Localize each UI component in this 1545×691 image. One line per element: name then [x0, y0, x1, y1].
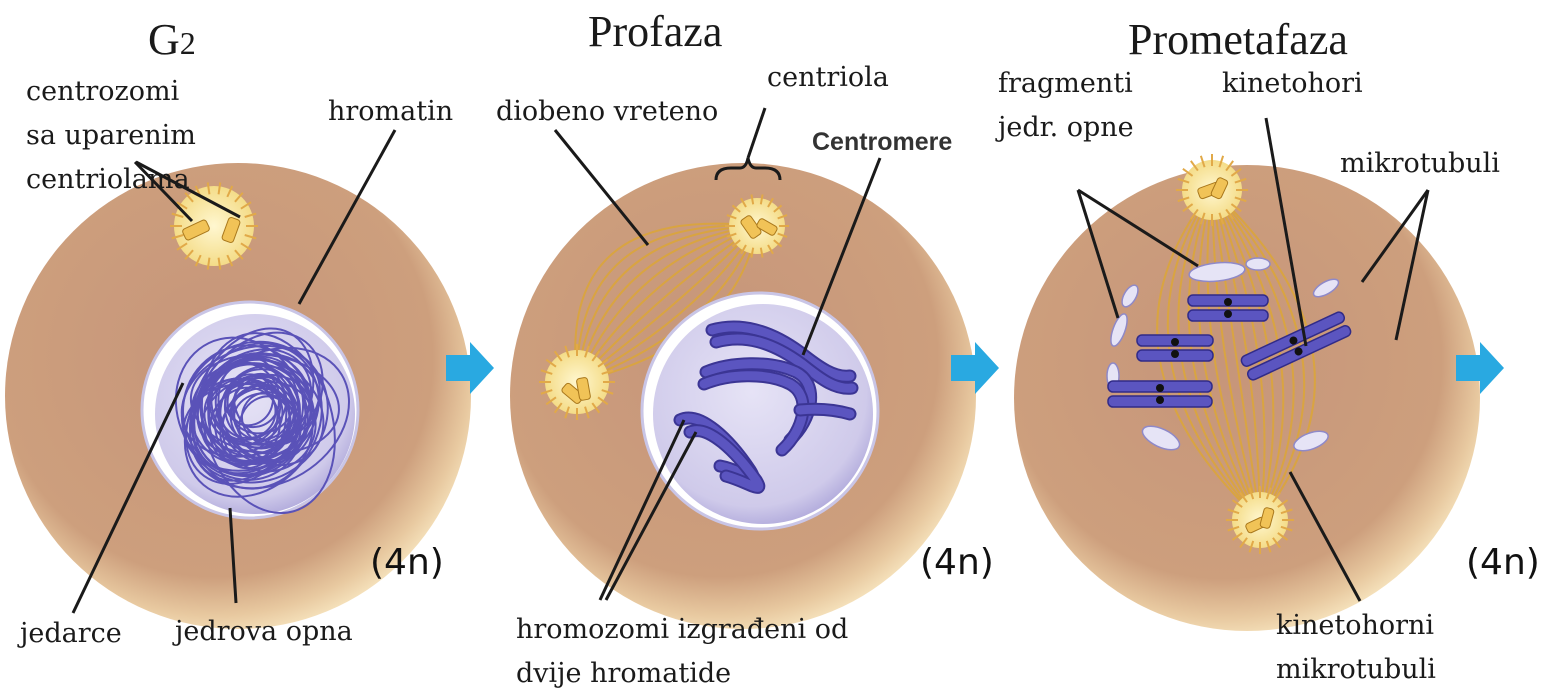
kinetochore — [1156, 384, 1164, 392]
kinetochore-microtubules-label-line2: mikrotubuli — [1276, 654, 1436, 686]
centriole-label: centriola — [767, 62, 889, 94]
chromosomes-label-line1: hromozomi izgrađeni od — [516, 614, 848, 646]
kinetochores-label: kinetohori — [1222, 68, 1363, 100]
nuclear-envelope-label: jedrova opna — [175, 616, 353, 648]
kinetochore — [1171, 350, 1179, 358]
prometaphase-title: Prometafaza — [1128, 14, 1348, 65]
chromatin-label: hromatin — [328, 96, 453, 128]
centrosomes-label-line3: centriolama — [26, 164, 190, 196]
prophase-cell — [510, 163, 976, 629]
centrosomes-label-line1: centrozomi — [26, 76, 179, 108]
g2-title: G2 — [148, 14, 196, 65]
kinetochore — [1156, 396, 1164, 404]
envelope-fragments-label-line2: jedr. opne — [998, 112, 1134, 144]
kinetochore — [1224, 298, 1232, 306]
kinetochore — [1224, 310, 1232, 318]
envelope-fragments-label-line1: fragmenti — [998, 68, 1133, 100]
nucleolus-label: jedarce — [20, 618, 122, 650]
microtubules-label: mikrotubuli — [1340, 148, 1500, 180]
kinetochore — [1171, 338, 1179, 346]
chromosomes-label-line2: dvije hromatide — [516, 658, 731, 690]
kinetochore-microtubules-label-line1: kinetohorni — [1276, 610, 1434, 642]
prophase-ploidy: (4n) — [920, 542, 994, 583]
chromatid — [800, 409, 850, 414]
prophase-title: Profaza — [588, 6, 722, 57]
prometaphase-ploidy: (4n) — [1466, 542, 1540, 583]
g2-ploidy: (4n) — [370, 542, 444, 583]
centromere-label: Centromere — [812, 128, 952, 157]
prometaphase-cell — [1014, 154, 1480, 631]
centrosomes-label-line2: sa uparenim — [26, 120, 196, 152]
cytoplasm — [1014, 165, 1480, 631]
spindle-label: diobeno vreteno — [496, 96, 718, 128]
